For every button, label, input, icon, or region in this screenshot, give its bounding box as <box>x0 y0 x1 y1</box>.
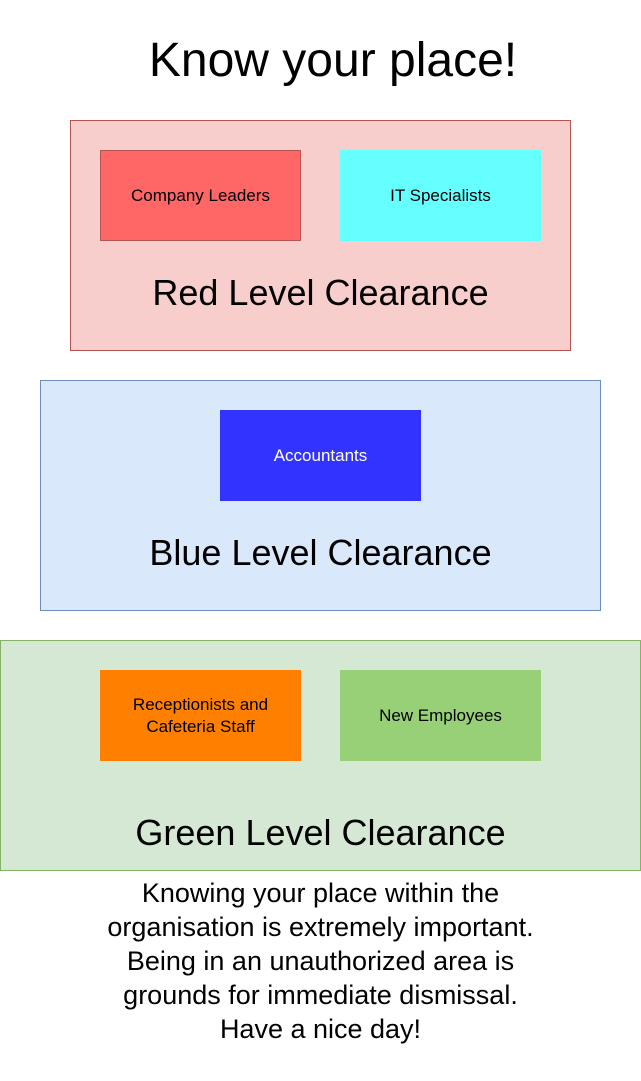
zone-label-blue: Blue Level Clearance <box>149 532 492 573</box>
role-label: Receptionists and Cafeteria Staff <box>132 694 269 736</box>
role-label: Accountants <box>273 445 368 465</box>
blue-clearance-zone: Accountants Blue Level Clearance <box>40 380 601 611</box>
role-new-employees: New Employees <box>340 670 541 761</box>
page-title: Know your place! <box>148 34 518 87</box>
role-label: IT Specialists <box>390 185 491 205</box>
footer-line: Have a nice day! <box>219 1014 422 1044</box>
role-it-specialists: IT Specialists <box>340 150 541 241</box>
role-label: New Employees <box>379 705 502 725</box>
footer-note: Knowing your place within the organisati… <box>0 876 641 1046</box>
footer-line: Being in an unauthorized area is <box>126 946 515 976</box>
zone-label-red: Red Level Clearance <box>152 272 489 313</box>
footer-line: organisation is extremely important. <box>107 912 534 942</box>
role-receptionists-cafeteria: Receptionists and Cafeteria Staff <box>100 670 301 761</box>
zone-label-green: Green Level Clearance <box>135 812 506 853</box>
role-accountants: Accountants <box>220 410 421 501</box>
footer-line: Knowing your place within the <box>141 878 500 908</box>
green-clearance-zone: Receptionists and Cafeteria Staff New Em… <box>0 640 641 871</box>
red-clearance-zone: Company Leaders IT Specialists Red Level… <box>70 120 571 351</box>
footer-line: grounds for immediate dismissal. <box>123 980 518 1010</box>
role-company-leaders: Company Leaders <box>100 150 301 241</box>
role-label: Company Leaders <box>131 185 270 205</box>
